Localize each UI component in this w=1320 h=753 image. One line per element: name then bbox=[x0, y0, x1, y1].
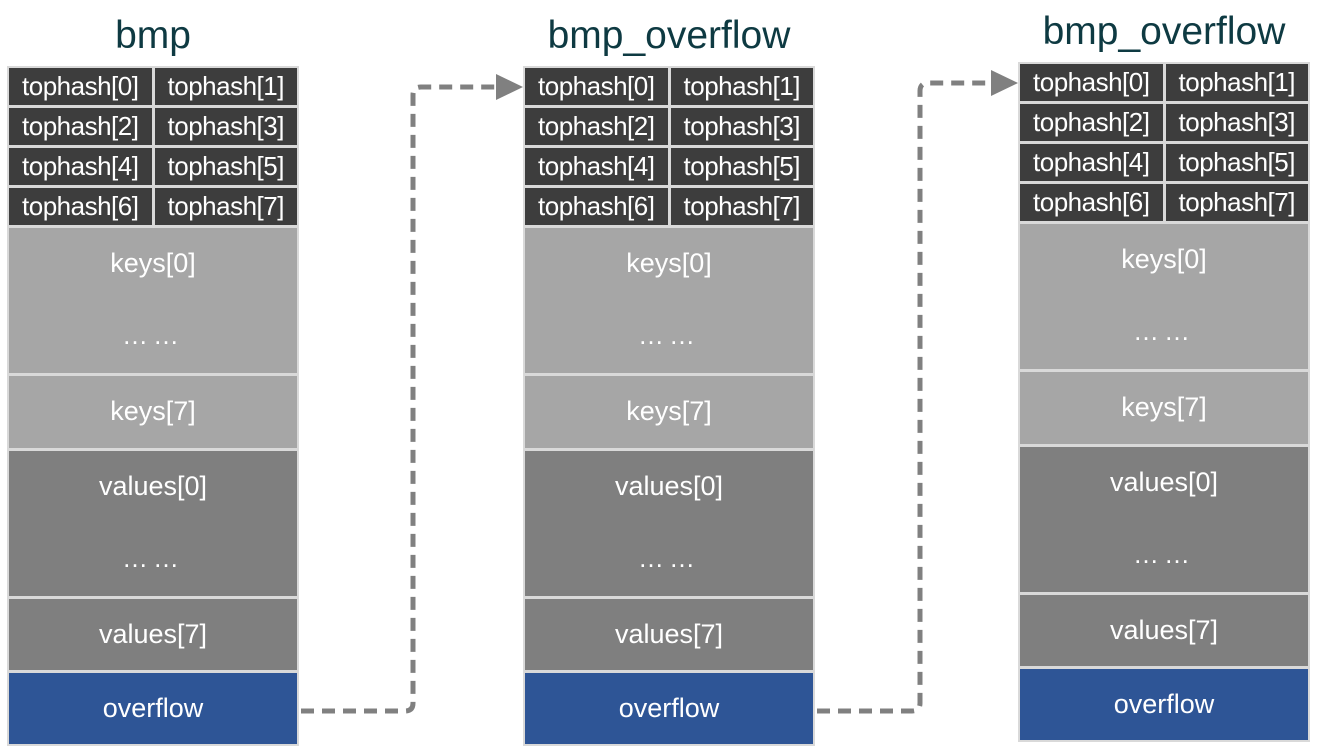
tophash-cell: tophash[4] bbox=[525, 148, 668, 185]
keys-cell: keys[0] bbox=[525, 228, 813, 300]
bucket-bmp-overflow-2: bmp_overflow tophash[0] tophash[1] topha… bbox=[1018, 0, 1310, 743]
tophash-cell: tophash[4] bbox=[9, 148, 152, 185]
tophash-cell: tophash[2] bbox=[9, 108, 152, 145]
bucket-bmp-overflow-2-title: bmp_overflow bbox=[1042, 10, 1286, 53]
tophash-cell: tophash[5] bbox=[154, 148, 297, 185]
values-cell: values[7] bbox=[525, 598, 813, 671]
tophash-cell: tophash[7] bbox=[670, 188, 813, 225]
overflow-arrow-1-line bbox=[301, 84, 497, 714]
tophash-cell: tophash[2] bbox=[1020, 104, 1163, 141]
keys-cell: keys[7] bbox=[525, 376, 813, 448]
overflow-cell: overflow bbox=[525, 673, 813, 745]
tophash-cell: tophash[5] bbox=[670, 148, 813, 185]
tophash-cell: tophash[3] bbox=[670, 108, 813, 145]
values-ellipsis-cell: …… bbox=[9, 520, 297, 596]
values-ellipsis-cell: …… bbox=[525, 520, 813, 596]
values-ellipsis-cell: …… bbox=[1020, 516, 1308, 592]
tophash-cell: tophash[7] bbox=[154, 188, 297, 225]
tophash-cell: tophash[1] bbox=[1165, 64, 1308, 101]
keys-ellipsis-cell: …… bbox=[9, 298, 297, 374]
tophash-cell: tophash[5] bbox=[1165, 144, 1308, 181]
tophash-cell: tophash[1] bbox=[670, 68, 813, 105]
overflow-arrow-2-line bbox=[817, 80, 992, 714]
keys-cell: keys[0] bbox=[1020, 224, 1308, 296]
tophash-cell: tophash[0] bbox=[1020, 64, 1163, 101]
overflow-cell: overflow bbox=[1020, 669, 1308, 741]
bucket-bmp-overflow-1-table: tophash[0] tophash[1] tophash[2] tophash… bbox=[523, 66, 815, 747]
tophash-cell: tophash[1] bbox=[154, 68, 297, 105]
tophash-cell: tophash[4] bbox=[1020, 144, 1163, 181]
values-cell: values[7] bbox=[9, 598, 297, 671]
values-cell: values[7] bbox=[1020, 594, 1308, 667]
bucket-bmp-overflow-1: bmp_overflow tophash[0] tophash[1] topha… bbox=[523, 0, 815, 747]
keys-cell: keys[7] bbox=[9, 376, 297, 448]
tophash-cell: tophash[0] bbox=[525, 68, 668, 105]
bucket-bmp: bmp tophash[0] tophash[1] tophash[2] top… bbox=[7, 0, 299, 747]
values-cell: values[0] bbox=[9, 450, 297, 522]
bucket-bmp-table: tophash[0] tophash[1] tophash[2] tophash… bbox=[7, 66, 299, 747]
overflow-cell: overflow bbox=[9, 673, 297, 745]
tophash-cell: tophash[6] bbox=[9, 188, 152, 225]
tophash-cell: tophash[6] bbox=[1020, 184, 1163, 221]
overflow-arrow-2-head bbox=[991, 70, 1018, 96]
values-cell: values[0] bbox=[1020, 446, 1308, 518]
tophash-cell: tophash[2] bbox=[525, 108, 668, 145]
tophash-cell: tophash[6] bbox=[525, 188, 668, 225]
keys-cell: keys[7] bbox=[1020, 372, 1308, 444]
tophash-cell: tophash[3] bbox=[1165, 104, 1308, 141]
tophash-cell: tophash[0] bbox=[9, 68, 152, 105]
keys-ellipsis-cell: …… bbox=[525, 298, 813, 374]
values-cell: values[0] bbox=[525, 450, 813, 522]
keys-ellipsis-cell: …… bbox=[1020, 294, 1308, 370]
bucket-bmp-overflow-2-table: tophash[0] tophash[1] tophash[2] tophash… bbox=[1018, 62, 1310, 743]
keys-cell: keys[0] bbox=[9, 228, 297, 300]
tophash-cell: tophash[3] bbox=[154, 108, 297, 145]
bucket-bmp-title: bmp bbox=[115, 14, 191, 57]
overflow-arrow-1-head bbox=[496, 74, 523, 100]
bucket-bmp-overflow-1-title: bmp_overflow bbox=[547, 14, 791, 57]
tophash-cell: tophash[7] bbox=[1165, 184, 1308, 221]
